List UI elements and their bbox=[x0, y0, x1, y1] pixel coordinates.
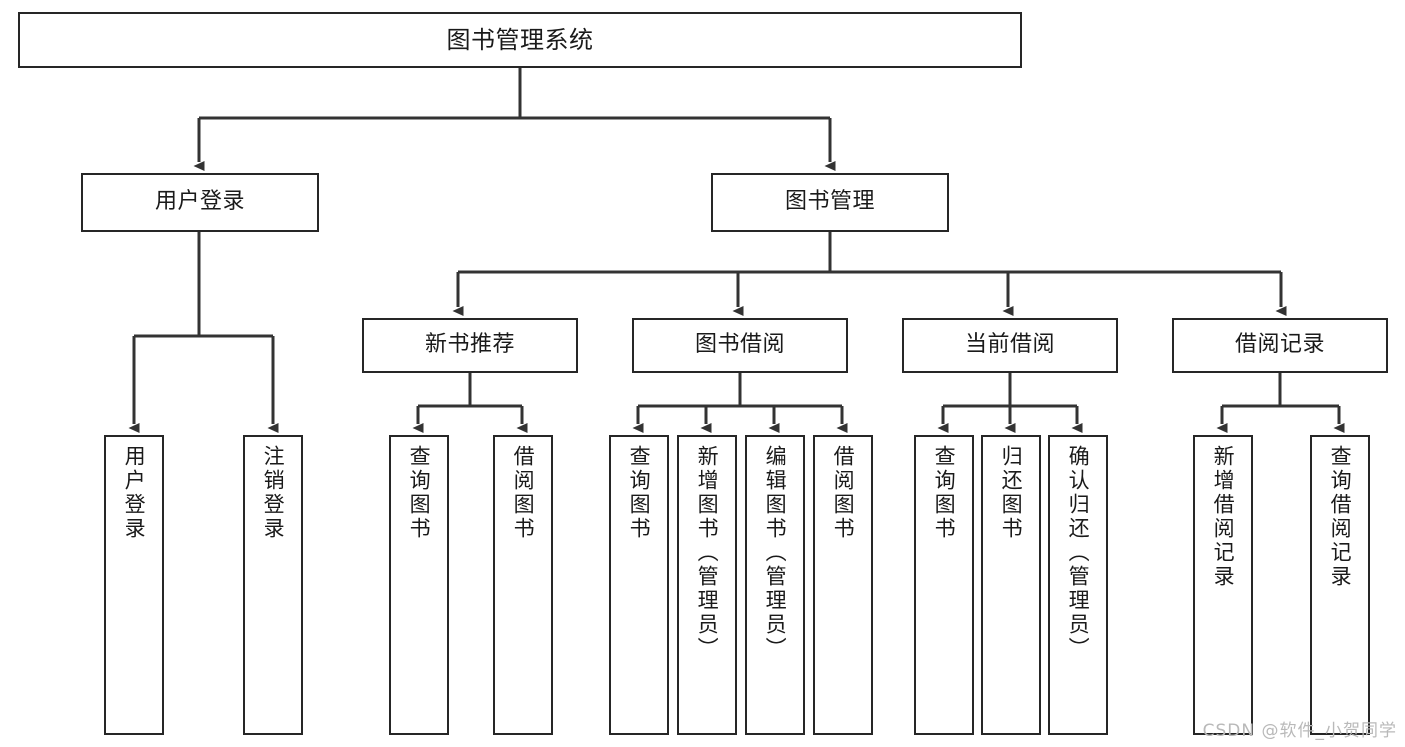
leaf-book-borrow-borrow-book[interactable]: 借阅图书 bbox=[813, 435, 873, 735]
node-label: 确认归还（管理员） bbox=[1066, 445, 1091, 661]
node-current-borrow[interactable]: 当前借阅 bbox=[902, 318, 1118, 373]
node-label: 查询图书 bbox=[407, 445, 432, 541]
node-label: 借阅图书 bbox=[511, 445, 536, 541]
node-label: 借阅图书 bbox=[831, 445, 856, 541]
node-book-borrow[interactable]: 图书借阅 bbox=[632, 318, 848, 373]
leaf-current-borrow-return-book[interactable]: 归还图书 bbox=[981, 435, 1041, 735]
node-label: 新增图书（管理员） bbox=[695, 445, 720, 661]
leaf-borrow-record-query-record[interactable]: 查询借阅记录 bbox=[1310, 435, 1370, 735]
leaf-user-login-login[interactable]: 用户登录 bbox=[104, 435, 164, 735]
node-user-login[interactable]: 用户登录 bbox=[81, 173, 319, 232]
leaf-current-borrow-confirm-return-admin[interactable]: 确认归还（管理员） bbox=[1048, 435, 1108, 735]
node-label: 查询借阅记录 bbox=[1328, 445, 1353, 589]
leaf-borrow-record-add-record[interactable]: 新增借阅记录 bbox=[1193, 435, 1253, 735]
node-borrow-record[interactable]: 借阅记录 bbox=[1172, 318, 1388, 373]
node-label: 图书管理 bbox=[784, 189, 875, 215]
node-label: 图书借阅 bbox=[694, 332, 785, 358]
node-label: 当前借阅 bbox=[964, 332, 1055, 358]
leaf-new-book-borrow-book[interactable]: 借阅图书 bbox=[493, 435, 553, 735]
leaf-book-borrow-add-book-admin[interactable]: 新增图书（管理员） bbox=[677, 435, 737, 735]
node-label: 借阅记录 bbox=[1234, 332, 1325, 358]
node-new-book-recommend[interactable]: 新书推荐 bbox=[362, 318, 578, 373]
node-label: 注销登录 bbox=[261, 445, 286, 541]
node-label: 用户登录 bbox=[154, 189, 245, 215]
node-label: 查询图书 bbox=[627, 445, 652, 541]
leaf-user-login-logout[interactable]: 注销登录 bbox=[243, 435, 303, 735]
leaf-current-borrow-query-book[interactable]: 查询图书 bbox=[914, 435, 974, 735]
node-label: 用户登录 bbox=[122, 445, 147, 541]
node-root-book-management-system[interactable]: 图书管理系统 bbox=[18, 12, 1022, 68]
node-book-management[interactable]: 图书管理 bbox=[711, 173, 949, 232]
node-label: 编辑图书（管理员） bbox=[763, 445, 788, 661]
node-label: 新书推荐 bbox=[424, 332, 515, 358]
leaf-book-borrow-edit-book-admin[interactable]: 编辑图书（管理员） bbox=[745, 435, 805, 735]
leaf-book-borrow-query-book[interactable]: 查询图书 bbox=[609, 435, 669, 735]
leaf-new-book-query-book[interactable]: 查询图书 bbox=[389, 435, 449, 735]
node-label: 新增借阅记录 bbox=[1211, 445, 1236, 589]
node-label: 归还图书 bbox=[999, 445, 1024, 541]
node-label: 查询图书 bbox=[932, 445, 957, 541]
node-label: 图书管理系统 bbox=[446, 25, 594, 54]
